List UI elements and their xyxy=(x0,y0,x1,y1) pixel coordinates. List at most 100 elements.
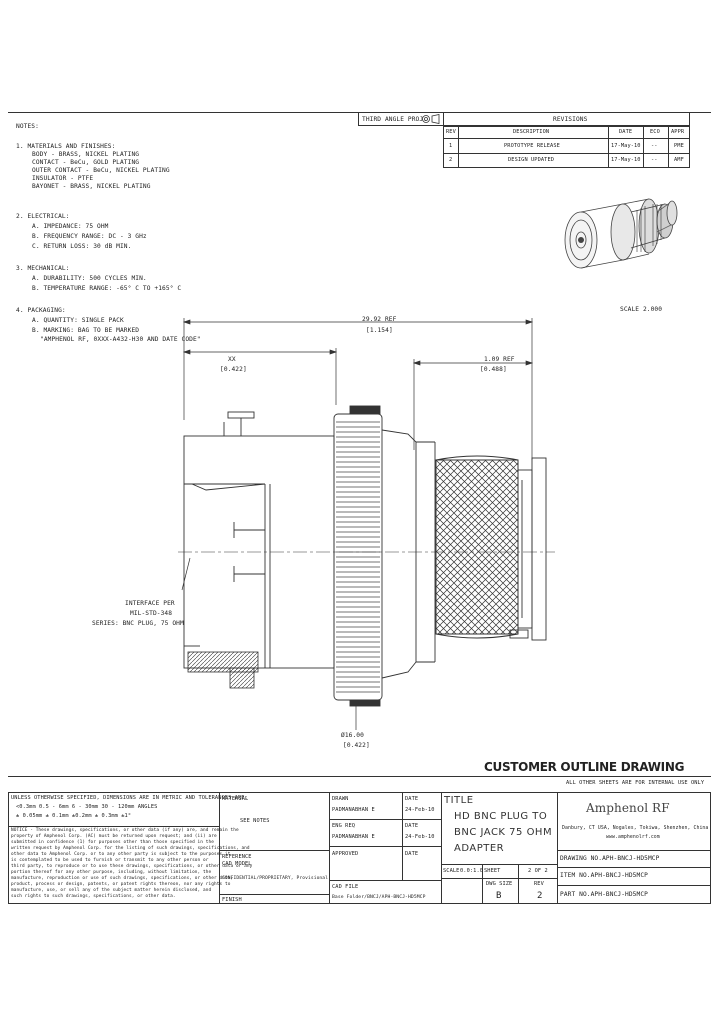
reference-value: CAD MODEL xyxy=(222,861,252,867)
tb-date-divider xyxy=(402,792,403,880)
note-4c: "AMPHENOL RF, 0XXX-A432-H30 AND DATE COD… xyxy=(40,336,201,343)
note-1b: CONTACT - BeCu, GOLD PLATING xyxy=(32,159,140,166)
revisions-col-4 xyxy=(668,126,669,168)
rev-1-eco: -- xyxy=(651,143,658,149)
tolerance-line-2: <0.3mm 0.5 - 6mm 6 - 30mm 30 - 120mm ANG… xyxy=(16,804,158,810)
note-4b: B. MARKING: BAG TO BE MARKED xyxy=(32,327,140,334)
drawing-number: DRAWING NO.APH-BNCJ-HD5MCP xyxy=(560,855,660,862)
eco-col-header: ECO xyxy=(650,129,660,135)
tb-divider-4 xyxy=(557,792,558,904)
material-value: SEE NOTES xyxy=(240,818,270,824)
cad-file-value: Base Folder/BNCJ/APH-BNCJ-HD5MCP xyxy=(332,895,426,900)
date-col-header: DATE xyxy=(619,129,633,135)
note-3a: A. DURABILITY: 500 CYCLES MIN. xyxy=(32,275,147,282)
note-1c: OUTER CONTACT - BeCu, NICKEL PLATING xyxy=(32,167,170,174)
notice-line-9: manufacture, reproduction or use of such… xyxy=(11,876,234,881)
rev-2-number: 2 xyxy=(449,157,453,163)
tolerance-line-3: ± 0.05mm ± 0.1mm ±0.2mm ± 0.3mm ±1° xyxy=(16,813,132,819)
third-angle-projection-icon xyxy=(422,114,440,124)
customer-outline-banner: CUSTOMER OUTLINE DRAWING xyxy=(484,760,685,774)
third-angle-label: THIRD ANGLE PROJ. xyxy=(362,116,428,123)
notice-line-6: is contemplated to be used to furnish or… xyxy=(11,858,209,863)
tb-material-line xyxy=(219,850,329,851)
notice-line-7: third party, to reproduce or to use thes… xyxy=(11,864,253,869)
scale-value: 0.0:1.0 xyxy=(460,868,484,874)
approved-date-label: DATE xyxy=(405,851,419,857)
tb-title-line xyxy=(441,864,557,865)
title-line-2: BNC JACK 75 OHM xyxy=(454,827,553,838)
note-4: 4. PACKAGING: xyxy=(16,307,66,314)
note-1a: BODY - BRASS, NICKEL PLATING xyxy=(32,151,140,158)
tb-scale-divider xyxy=(482,864,483,904)
adapter-outline-drawing xyxy=(178,318,555,730)
note-1e: BAYONET - BRASS, NICKEL PLATING xyxy=(32,183,151,190)
dim-diameter: Ø16.00 xyxy=(341,732,364,739)
rev-label: REV xyxy=(534,881,544,887)
note-3b: B. TEMPERATURE RANGE: -65° C TO +165° C xyxy=(32,285,182,292)
interface-line-1: INTERFACE PER xyxy=(125,600,175,607)
desc-col-header: DESCRIPTION xyxy=(513,129,550,135)
revisions-line-2 xyxy=(443,153,690,154)
tb-itemno-line xyxy=(557,885,711,886)
sheet-label: SHEET xyxy=(484,868,501,874)
title-line-1: HD BNC PLUG TO xyxy=(454,811,548,822)
title-line-3: ADAPTER xyxy=(454,843,505,854)
appr-col-header: APPR xyxy=(671,129,685,135)
tolerance-line-1: UNLESS OTHERWISE SPECIFIED, DIMENSIONS A… xyxy=(11,795,248,801)
dim-right-in: [0.488] xyxy=(480,366,507,373)
confidential-note: CONFIDENTIAL/PROPRIETARY, Provisional xyxy=(222,876,329,881)
notice-line-3: submitted in confidence (1) for purposes… xyxy=(11,840,215,845)
tb-eng-line xyxy=(329,846,441,847)
dim-right: 1.09 REF xyxy=(484,356,515,363)
rev-2-desc: DESIGN UPDATED xyxy=(508,157,555,163)
company-logo-text: Amphenol RF xyxy=(586,801,670,815)
revisions-col-3 xyxy=(643,126,644,168)
revisions-header-row xyxy=(358,112,690,126)
revisions-heading: REVISIONS xyxy=(553,116,588,123)
company-address: Danbury, CT USA, Nogales, Tokiwa, Shenzh… xyxy=(562,826,709,831)
notice-line-5: other data to Amphenol Corp. or to any o… xyxy=(11,852,231,857)
tb-drawn-line xyxy=(329,819,441,820)
rev-2-date: 17-May-10 xyxy=(611,157,641,163)
rev-1-date: 17-May-10 xyxy=(611,143,641,149)
tb-sheet-divider xyxy=(518,864,519,904)
revisions-header-divider xyxy=(443,112,444,126)
rev-value: 2 xyxy=(537,891,543,901)
revisions-col-1 xyxy=(458,126,459,168)
item-number: ITEM NO.APH-BNCJ-HD5MCP xyxy=(560,872,648,879)
note-2c: C. RETURN LOSS: 30 dB MIN. xyxy=(32,243,132,250)
rev-2-eco: -- xyxy=(651,157,658,163)
rev-1-number: 1 xyxy=(449,143,453,149)
revisions-line-1 xyxy=(443,138,690,139)
tb-divider-1 xyxy=(219,792,220,904)
notes-heading: NOTES: xyxy=(16,123,39,130)
note-2a: A. IMPEDANCE: 75 OHM xyxy=(32,223,109,230)
notice-line-11: manufacture, use, or sell any of the sub… xyxy=(11,888,212,893)
notice-line-1: NOTICE - These drawings, specifications,… xyxy=(11,828,239,833)
tb-scale-line xyxy=(441,878,557,879)
eng-date: 24-Feb-10 xyxy=(405,834,435,840)
dim-left-in: [0.422] xyxy=(220,366,247,373)
tb-approved-line xyxy=(329,880,441,881)
tb-company-line xyxy=(557,850,711,851)
drawn-date: 24-Feb-10 xyxy=(405,807,435,813)
dwg-size-label: DWG SIZE xyxy=(486,881,513,887)
tb-tol-line xyxy=(8,826,219,827)
tb-drawingno-line xyxy=(557,867,711,868)
material-label: MATERIAL xyxy=(222,796,249,802)
interface-line-2: MIL-STD-348 xyxy=(130,610,173,617)
tb-divider-3 xyxy=(441,792,442,904)
interface-line-3: SERIES: BNC PLUG, 75 OHM xyxy=(92,620,184,627)
revisions-col-2 xyxy=(608,126,609,168)
note-2: 2. ELECTRICAL: xyxy=(16,213,70,220)
dim-overall: 29.92 REF xyxy=(362,316,397,323)
isometric-scale-label: SCALE 2.000 xyxy=(620,306,663,313)
drawn-date-label: DATE xyxy=(405,796,419,802)
notice-line-2: property of Amphenol Corp. (AC) must be … xyxy=(11,834,217,839)
rev-1-appr: PME xyxy=(674,143,684,149)
tb-finish-line xyxy=(219,894,329,895)
eng-value: PADMANABHAN E xyxy=(332,834,375,840)
scale-label: SCALE xyxy=(443,868,460,874)
notice-line-4: written request by Amphenol Corp. for th… xyxy=(11,846,250,851)
rev-col-header: REV xyxy=(446,129,456,135)
